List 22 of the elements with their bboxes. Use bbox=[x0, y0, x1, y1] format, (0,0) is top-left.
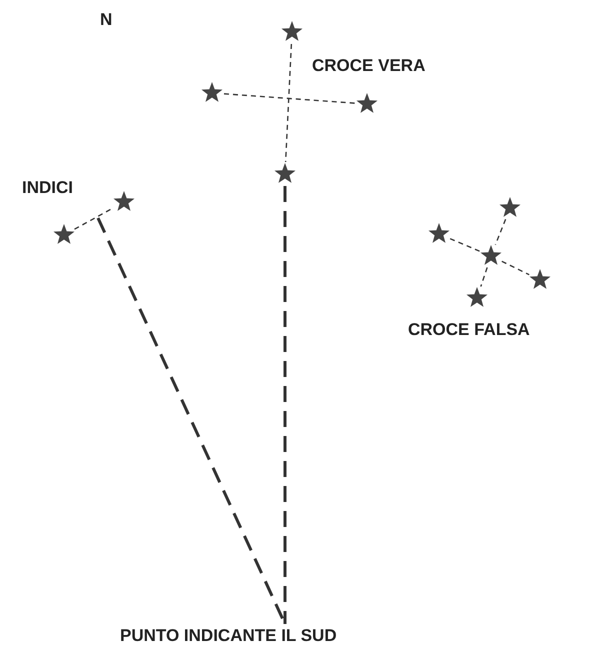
constellation-label: CROCE VERA bbox=[312, 56, 426, 76]
constellation-label: CROCE FALSA bbox=[408, 320, 530, 340]
star-icon bbox=[54, 224, 74, 244]
compass-label: N bbox=[100, 10, 112, 30]
star-icon bbox=[356, 93, 378, 113]
dashed-line bbox=[450, 238, 480, 252]
dashed-line bbox=[224, 93, 356, 104]
dashed-line bbox=[502, 260, 530, 276]
dashed-line bbox=[494, 218, 506, 246]
point-label: PUNTO INDICANTE IL SUD bbox=[120, 626, 337, 646]
star-icon bbox=[480, 245, 502, 265]
star-icon bbox=[428, 223, 450, 243]
star-icon bbox=[114, 191, 134, 211]
dashed-line bbox=[480, 267, 488, 287]
star-icon bbox=[202, 82, 222, 102]
star-icon bbox=[530, 269, 550, 289]
dashed-line bbox=[284, 186, 286, 624]
star-icon bbox=[282, 21, 302, 41]
star-icon bbox=[274, 163, 296, 183]
star-icon bbox=[466, 287, 488, 307]
constellation-label: INDICI bbox=[22, 178, 73, 198]
star-icon bbox=[500, 197, 520, 217]
